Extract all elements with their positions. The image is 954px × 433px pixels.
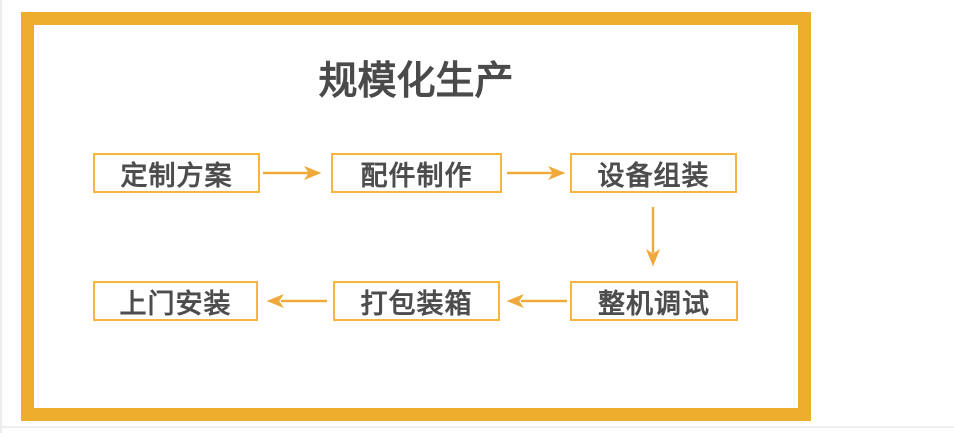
page-bottom-edge-line <box>0 426 954 428</box>
flow-node-equipment-assembly: 设备组装 <box>570 153 737 193</box>
diagram-title: 规模化生产 <box>318 60 514 103</box>
arrow-left-icon <box>266 294 327 308</box>
diagram-frame: 规模化生产 定制方案 配件制作 设备组装 整机调试 打包装箱 上门安装 <box>21 12 811 421</box>
arrow-left-icon <box>506 294 567 308</box>
flow-node-custom-plan: 定制方案 <box>93 153 260 193</box>
page-left-edge-line <box>0 0 2 433</box>
arrow-down-icon <box>646 207 660 267</box>
arrow-right-icon <box>507 166 566 180</box>
flow-node-parts-production: 配件制作 <box>331 153 502 193</box>
flow-node-packing: 打包装箱 <box>333 281 500 321</box>
flow-node-machine-debugging: 整机调试 <box>570 281 738 321</box>
flow-node-onsite-installation: 上门安装 <box>93 281 258 321</box>
arrow-right-icon <box>263 166 322 180</box>
